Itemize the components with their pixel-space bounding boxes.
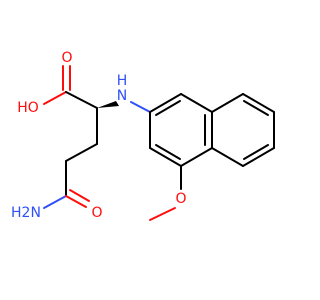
bond-ring-c7-c8 <box>242 93 275 113</box>
bond-amide-c-double-o-1 <box>65 195 87 208</box>
label-methoxy-o: O <box>175 191 186 207</box>
canvas-background <box>0 0 300 300</box>
bond-ring-c10-c4 <box>211 147 244 167</box>
label-amide-o: O <box>91 205 102 221</box>
molecule-structure-diagram: O HO H N H2N O O <box>0 0 300 300</box>
bond-methoxy-o-ch3 <box>149 207 176 221</box>
bond-ring-c1-c2-inner <box>155 100 181 116</box>
bonds <box>43 65 275 221</box>
bond-ring-c5-c6 <box>149 147 182 167</box>
bond-amide-c-n <box>43 195 67 209</box>
bond-ring-c1-c2 <box>149 93 182 113</box>
bond-nh-naphthyl <box>130 101 151 113</box>
atom-labels: O HO H N H2N O O <box>11 50 186 221</box>
bond-ring-c7-c8-inner <box>243 100 269 116</box>
bond-acid-c-calpha <box>65 91 98 109</box>
bond-ring-c9-c10 <box>242 147 275 167</box>
bond-ring-c9-c10-inner <box>243 144 269 160</box>
bond-amide-c-double-o-2 <box>69 189 90 202</box>
label-hydroxyl: HO <box>17 100 39 116</box>
bond-calpha-nh-wedge <box>97 101 119 108</box>
label-amine-h: H <box>117 73 128 89</box>
label-amine-n: N <box>117 88 127 104</box>
label-amide-nh2: H2N <box>11 205 41 221</box>
label-carbonyl-o-acid: O <box>61 50 72 66</box>
bond-ring-c5-c6-inner <box>155 144 181 160</box>
bond-cbeta-cgamma <box>65 143 98 162</box>
bond-ring-c3-c7 <box>211 93 244 113</box>
bond-ring-c2-c3 <box>180 93 213 113</box>
bond-ring-c4-c5 <box>180 147 213 167</box>
bond-acid-c-oh <box>43 91 67 105</box>
